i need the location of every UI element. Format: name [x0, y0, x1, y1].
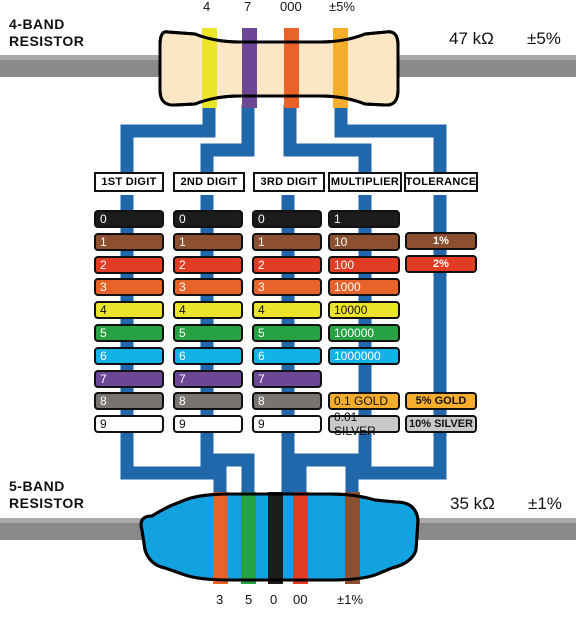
digit2-chip-6: 6: [173, 346, 243, 365]
five-band-resistor: [0, 492, 576, 584]
digit2-chip-0: 0: [173, 210, 243, 228]
five-band-color-band-2: [241, 492, 256, 584]
five-band-code-digit3: 0: [270, 592, 278, 607]
digit2-chip-4: 4: [173, 301, 243, 320]
five-band-tolerance: ±1%: [528, 494, 562, 513]
digit1-chip-6: 6: [94, 346, 164, 365]
four-band-code-digit2: 7: [244, 0, 252, 14]
digit2-chip-5: 5: [173, 324, 243, 342]
digit1-chip-8: 8: [94, 392, 164, 411]
four-band-code-multiplier: 000: [280, 0, 302, 14]
digit2-chip-1: 1: [173, 232, 243, 251]
digit3-chip-7: 7: [252, 369, 322, 388]
digit3-chip-9: 9: [252, 415, 322, 434]
digit2-chip-7: 7: [173, 369, 243, 388]
digit1-chip-3: 3: [94, 278, 164, 297]
connector-5band-tolerance: [345, 440, 447, 505]
digit1-chip-7: 7: [94, 369, 164, 388]
connector-5band-digit1: [120, 440, 227, 505]
connector-5band-multiplier: [293, 440, 372, 505]
multiplier-chip-1000: 1000: [328, 278, 400, 297]
four-band-color-band-2: [242, 28, 257, 108]
digit1-chip-4: 4: [94, 301, 164, 320]
lead-left-top: [0, 55, 170, 77]
connector-4band-multiplier: [283, 105, 372, 172]
header-2nd-digit: 2ND DIGIT: [173, 172, 245, 192]
digit1-chip-0: 0: [94, 210, 164, 228]
five-band-code-multiplier: 00: [293, 592, 308, 607]
header-tolerance: TOLERANCE: [404, 172, 478, 192]
tolerance-chip-2-: 2%: [405, 255, 477, 273]
connector-4band-digit1: [120, 105, 216, 172]
multiplier-chip-100: 100: [328, 255, 400, 274]
digit3-chip-2: 2: [252, 255, 322, 274]
multiplier-chip-0-1-gold: 0.1 GOLD: [328, 392, 400, 410]
digit3-chip-8: 8: [252, 392, 322, 411]
digit3-chip-3: 3: [252, 278, 322, 297]
five-band-code-digit1: 3: [216, 592, 224, 607]
four-band-tolerance: ±5%: [527, 29, 561, 48]
digit3-chip-4: 4: [252, 301, 322, 320]
digit3-chip-1: 1: [252, 232, 322, 251]
digit2-chip-8: 8: [173, 392, 243, 411]
connector-5band-digit2: [200, 440, 255, 505]
multiplier-chip-1000000: 1000000: [328, 346, 400, 365]
five-band-color-band-3: [268, 492, 283, 584]
digit3-chip-5: 5: [252, 324, 322, 342]
digit2-chip-3: 3: [173, 278, 243, 297]
lead-right-bottom: [410, 518, 576, 540]
tolerance-chip-5-gold: 5% GOLD: [405, 392, 477, 410]
five-band-color-band-1: [213, 492, 228, 584]
five-band-code-tolerance: ±1%: [337, 592, 363, 607]
multiplier-chip-0-01-silver: 0.01 SILVER: [328, 410, 400, 438]
multiplier-chip-100000: 100000: [328, 324, 400, 342]
digit1-chip-5: 5: [94, 324, 164, 342]
lead-left-bottom: [0, 518, 150, 540]
four-band-title: 4-BAND RESISTOR: [9, 16, 85, 49]
header-3rd-digit: 3RD DIGIT: [253, 172, 325, 192]
five-band-value: 35 kΩ: [450, 494, 495, 513]
digit2-chip-9: 9: [173, 415, 243, 434]
multiplier-chip-1: 1: [328, 210, 400, 228]
four-band-color-band-3: [284, 28, 299, 108]
four-band-color-band-1: [202, 28, 217, 108]
connector-4band-digit2: [200, 105, 255, 172]
four-band-body-outline: [158, 30, 400, 107]
four-band-value: 47 kΩ: [449, 29, 494, 48]
digit1-chip-2: 2: [94, 255, 164, 274]
digit2-chip-2: 2: [173, 255, 243, 274]
header-1st-digit: 1ST DIGIT: [94, 172, 164, 192]
header-multiplier: MULTIPLIER: [328, 172, 402, 192]
lead-right-top: [390, 55, 576, 77]
five-band-title: 5-BAND RESISTOR: [9, 478, 85, 511]
digit1-chip-1: 1: [94, 232, 164, 251]
four-band-resistor: [0, 28, 576, 108]
digit3-chip-6: 6: [252, 346, 322, 365]
four-band-color-band-4: [333, 28, 348, 108]
four-band-code-digit1: 4: [203, 0, 211, 14]
tolerance-chip-1-: 1%: [405, 232, 477, 250]
tolerance-chip-10-silver: 10% SILVER: [405, 415, 477, 433]
four-band-code-tolerance: ±5%: [329, 0, 355, 14]
multiplier-chip-10: 10: [328, 232, 400, 251]
connector-4band-tolerance: [334, 105, 447, 172]
digit1-chip-9: 9: [94, 415, 164, 434]
five-band-code-digit2: 5: [245, 592, 253, 607]
digit3-chip-0: 0: [252, 210, 322, 228]
multiplier-chip-10000: 10000: [328, 301, 400, 320]
five-band-color-band-4: [293, 492, 308, 584]
five-band-color-band-5: [345, 492, 360, 584]
